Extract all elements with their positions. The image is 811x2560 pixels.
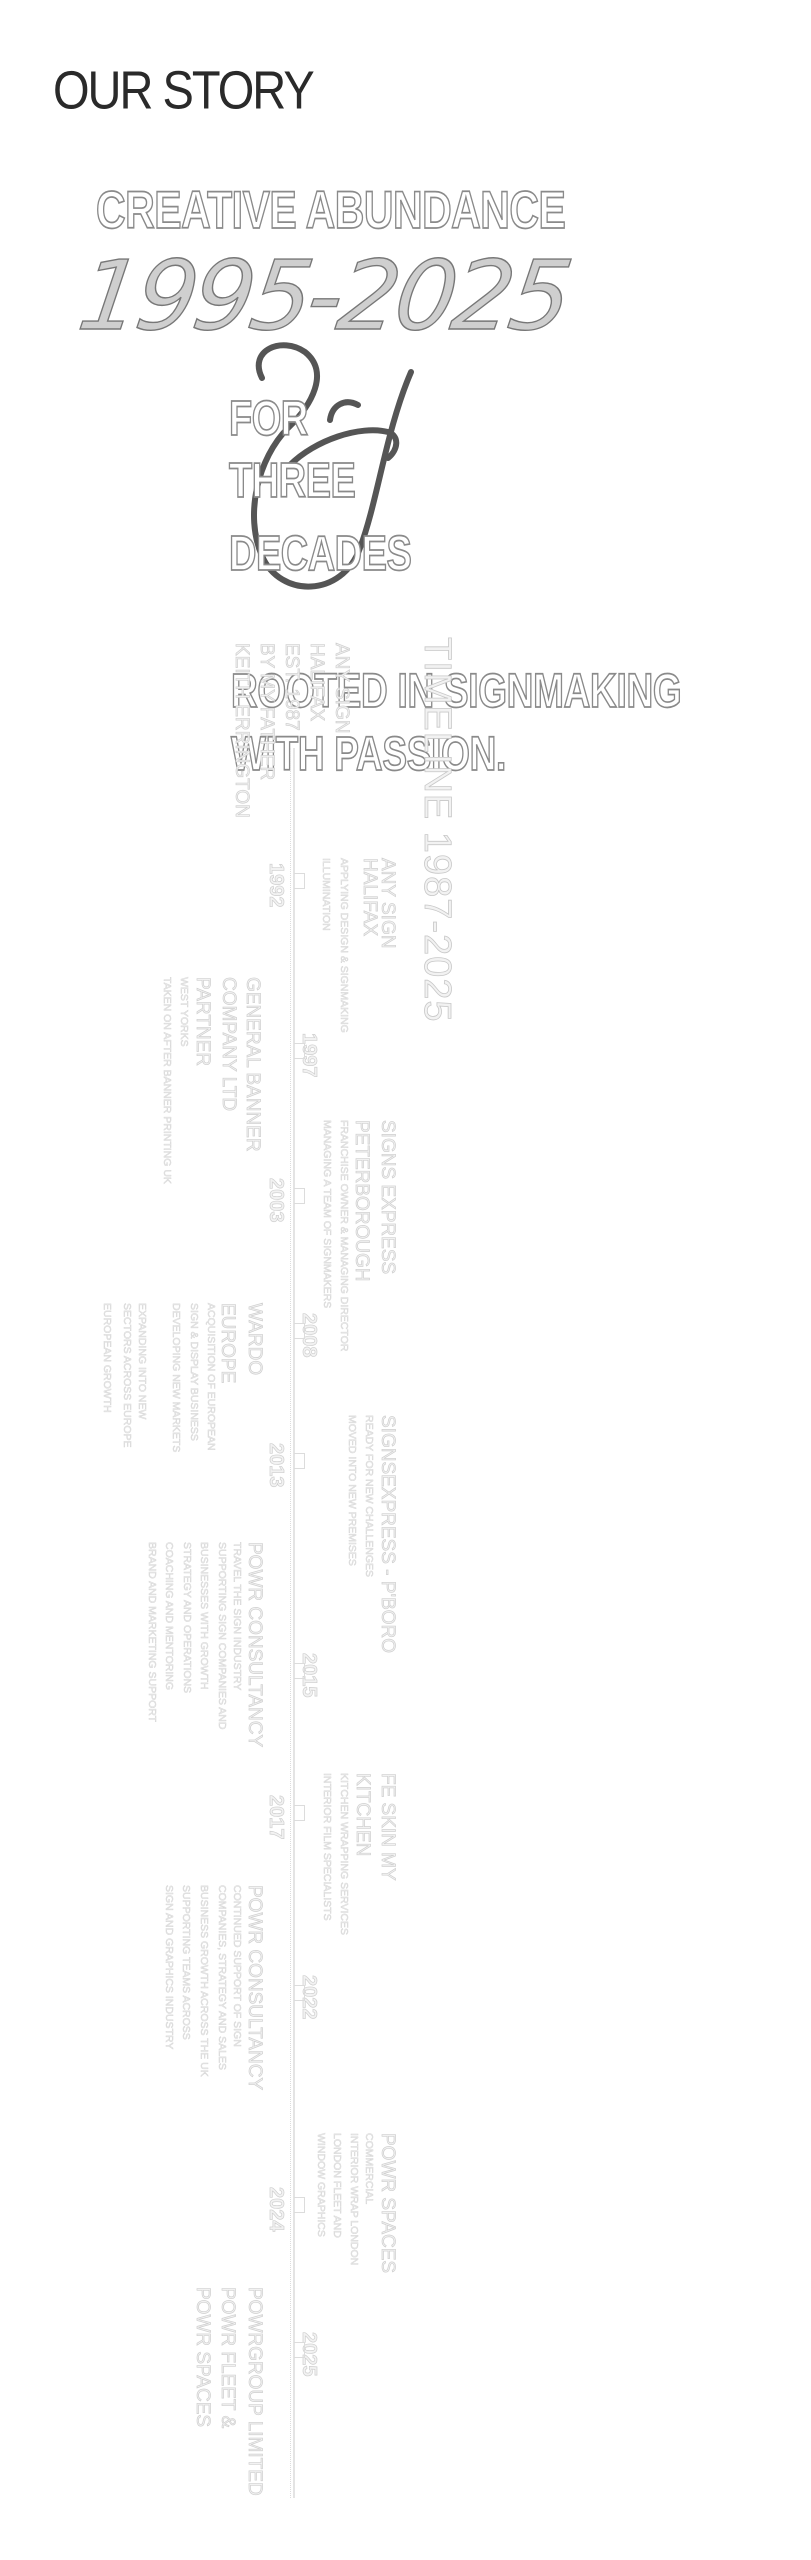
timeline-entry-description: INTERIOR FILM SPECIALISTS xyxy=(321,1773,334,1921)
timeline-entry-description: LONDON FLEET AND xyxy=(331,2133,344,2238)
timeline-tick xyxy=(294,1188,305,1204)
timeline-entry-description: TAKEN ON AFTER BANNER PRINTING UK xyxy=(161,977,174,1184)
timeline-entry-description: COACHING AND MENTORING xyxy=(163,1542,176,1690)
timeline-tick xyxy=(294,1323,305,1339)
timeline-entry-description: SIGN AND GRAPHICS INDUSTRY xyxy=(163,1885,176,2050)
timeline-entry-title: POWR CONSULTANCY xyxy=(244,1542,266,1748)
timeline-entry-title: POWRGROUP LIMITED xyxy=(244,2287,266,2496)
timeline-entry-description: WEST YORKS xyxy=(178,977,191,1047)
hero-decades: DECADES xyxy=(228,526,412,582)
timeline-entry-title: POWR SPACES xyxy=(377,2133,399,2274)
timeline-tick xyxy=(294,1805,305,1821)
timeline-intro-line: HALIFAX xyxy=(306,643,328,722)
timeline-entry-description: FRANCHISE OWNER & MANAGING DIRECTOR xyxy=(338,1120,351,1352)
rooted-line-2: WITH PASSION. xyxy=(230,726,507,781)
timeline-entry-description: BUSINESS GROWTH ACROSS THE UK xyxy=(198,1885,211,2077)
timeline-entry-title: COMPANY LTD xyxy=(218,977,240,1112)
timeline-year: 2017 xyxy=(265,1795,288,1840)
timeline-entry-description: STRATEGY AND OPERATIONS xyxy=(181,1542,194,1694)
timeline-entry-title: WARDO xyxy=(244,1303,266,1376)
timeline-year: 2003 xyxy=(265,1178,288,1223)
timeline-intro-line: ANY SIGN xyxy=(331,643,353,734)
timeline-entry-description: EUROPEAN GROWTH xyxy=(101,1303,114,1413)
timeline-entry-description: COMMERCIAL xyxy=(363,2133,376,2205)
rooted-line-1: ROOTED IN SIGNMAKING xyxy=(230,663,682,718)
timeline-year: 2024 xyxy=(265,2187,288,2232)
timeline-entry-title: SIGNSEXPRESS - P'BORO xyxy=(377,1415,399,1654)
timeline-entry-title: POWR FLEET & xyxy=(217,2287,239,2429)
timeline-axis-dotted xyxy=(290,748,291,2498)
timeline-entry-title: HALIFAX xyxy=(359,858,381,937)
timeline-intro-line: BY MY FATHER xyxy=(256,643,278,781)
timeline-entry-description: WINDOW GRAPHICS xyxy=(315,2133,328,2237)
hero-tagline: CREATIVE ABUNDANCE xyxy=(95,179,566,240)
timeline-axis xyxy=(293,748,295,2498)
timeline-entry-description: MANAGING A TEAM OF SIGNMAKERS xyxy=(321,1120,334,1309)
timeline-entry-description: APPLYING DESIGN & SIGNMAKING xyxy=(338,858,351,1033)
timeline-tick xyxy=(294,2197,305,2213)
timeline-tick xyxy=(294,1663,305,1679)
timeline-entry-description: TRAVEL THE SIGN INDUSTRY xyxy=(231,1542,244,1691)
timeline-entry-title: FE SKIN MY xyxy=(377,1773,399,1881)
hero-for: FOR xyxy=(228,391,309,447)
timeline-entry-title: POWR CONSULTANCY xyxy=(244,1885,266,2091)
timeline-entry-title: PARTNER xyxy=(192,977,214,1067)
timeline-entry-description: SUPPORTING SIGN COMPANIES AND xyxy=(216,1542,229,1730)
timeline-entry-description: BUSINESSES WITH GROWTH xyxy=(198,1542,211,1690)
timeline-year: 1992 xyxy=(265,863,288,908)
timeline-entry-description: CONTINUED SUPPORT OF SIGN xyxy=(231,1885,244,2047)
timeline-tick xyxy=(294,1043,305,1059)
timeline-entry-title: GENERAL BANNER xyxy=(242,977,264,1152)
timeline-entry-description: ILLUMINATION xyxy=(320,858,333,931)
timeline-entry-title: SIGNS EXPRESS xyxy=(377,1120,399,1275)
timeline-entry-description: READY FOR NEW CHALLENGES xyxy=(363,1415,376,1578)
timeline-entry-description: KITCHEN WRAPPING SERVICES xyxy=(338,1773,351,1936)
timeline-entry-description: EXPANDING INTO NEW xyxy=(136,1303,149,1420)
timeline-entry-description: MOVED INTO NEW PREMISES xyxy=(346,1415,359,1566)
timeline-entry-description: INTERIOR WRAP LONDON xyxy=(348,2133,361,2266)
timeline-intro-line: EST. 1987 xyxy=(281,643,303,731)
timeline-entry-description: COMPANIES, STRATEGY AND SALES xyxy=(216,1885,229,2070)
timeline-tick xyxy=(294,2342,305,2358)
timeline-tick xyxy=(294,1985,305,2001)
timeline-title: TIMELINE 1987-2025 xyxy=(416,637,459,1023)
timeline-entry-description: DEVELOPING NEW MARKETS xyxy=(170,1303,183,1453)
timeline-intro-line: KEITH ERRINGTON xyxy=(231,643,253,819)
timeline-entry-title: EUROPE xyxy=(217,1303,239,1384)
timeline-entry-title: POWR SPACES xyxy=(192,2287,214,2428)
section-title: OUR STORY xyxy=(53,59,315,121)
timeline-entry-title: KITCHEN xyxy=(352,1773,374,1857)
timeline-entry-description: SIGN & DISPLAY BUSINESS xyxy=(188,1303,201,1441)
timeline-tick xyxy=(294,1453,305,1469)
timeline-entry-description: BRAND AND MARKETING SUPPORT xyxy=(146,1542,159,1723)
hero-years: 1995-2025 xyxy=(71,239,576,352)
timeline-entry-description: ACQUISITION OF EUROPEAN xyxy=(205,1303,218,1451)
timeline-entry-title: PETERBOROUGH xyxy=(351,1120,373,1282)
hero-three: THREE xyxy=(228,453,356,509)
timeline-year: 2013 xyxy=(265,1443,288,1488)
timeline-entry-description: SECTORS ACROSS EUROPE xyxy=(121,1303,134,1448)
timeline-entry-description: SUPPORTING TEAMS ACROSS xyxy=(180,1885,193,2040)
timeline-tick xyxy=(294,873,305,889)
